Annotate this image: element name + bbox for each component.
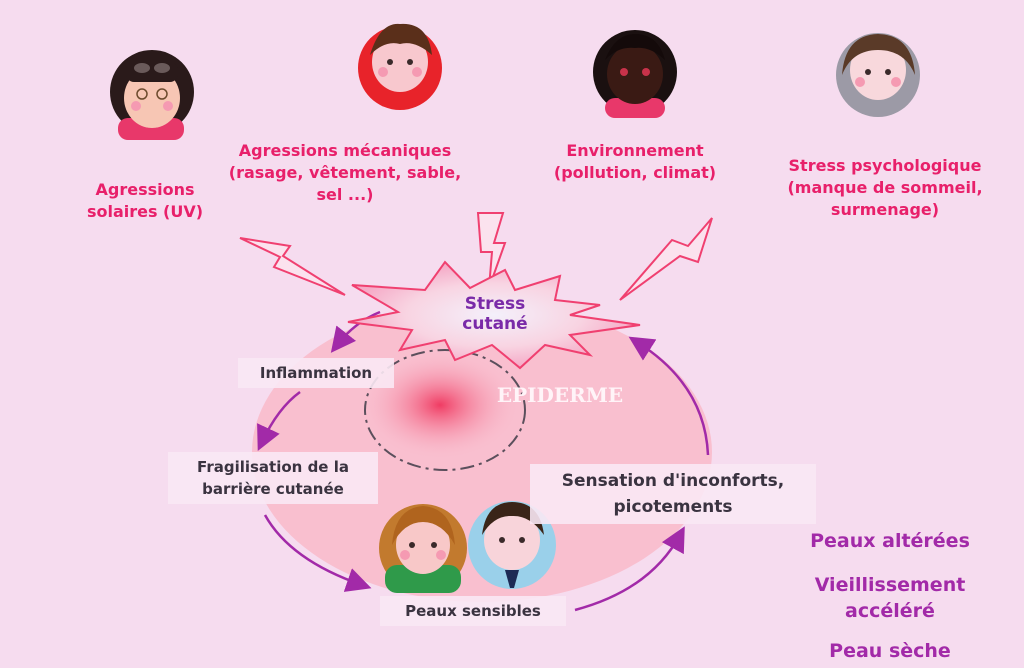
avatar-sun-woman	[110, 50, 194, 140]
outcome-accelerated-aging: Vieillissement accéléré	[814, 574, 966, 622]
cycle-arrow-top-left	[330, 310, 381, 353]
avatar-psychological-woman	[836, 33, 920, 117]
cycle-arrow-right	[628, 336, 710, 456]
epidermis-label: EPIDERME	[496, 383, 624, 407]
lightning-bolt-right	[619, 217, 713, 301]
lightning-bolt-center	[476, 212, 507, 289]
cycle-label-discomfort: Sensation d'inconforts, picotements	[530, 464, 816, 524]
cycle-arrow-bottom-right	[574, 526, 685, 612]
cycle-arrow-left-bottom	[263, 514, 372, 592]
cycle-label-barrier: Fragilisation de la barrière cutanée	[168, 452, 378, 504]
cycle-label-sensitive: Peaux sensibles	[380, 596, 566, 626]
lightning-bolt-left	[239, 237, 346, 296]
avatar-sensitive-woman	[379, 504, 467, 593]
core-dashed-ring	[364, 349, 526, 471]
cycle-arrow-left-top	[257, 390, 301, 452]
outcome-altered-skin: Peaux altérées	[810, 530, 970, 552]
outcome-dry-skin: Peau sèche	[829, 640, 951, 662]
avatar-environment-woman	[593, 30, 677, 118]
stressor-label-environment: Environnement (pollution, climat)	[553, 141, 717, 182]
stressor-label-psychological: Stress psychologique (manque de sommeil,…	[787, 156, 983, 219]
stress-burst-label: Stress cutané	[462, 294, 528, 334]
core-glow	[360, 350, 520, 460]
avatar-mechanical-man	[358, 23, 442, 110]
stressor-label-mechanical: Agressions mécaniques (rasage, vêtement,…	[228, 141, 462, 204]
stressor-label-uv: Agressions solaires (UV)	[86, 180, 204, 221]
stress-burst	[347, 260, 641, 370]
cycle-label-inflammation: Inflammation	[238, 358, 394, 388]
